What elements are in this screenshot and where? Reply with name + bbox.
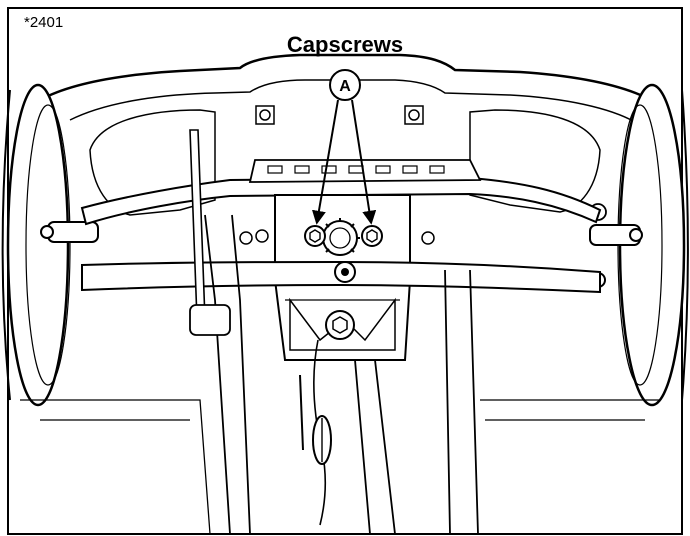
deck-left-cavity [89,109,216,216]
bracket-slots [267,165,445,174]
capscrew-right [361,225,383,247]
cable-bracket [299,374,304,451]
left-front-wheel [1,83,71,407]
figure-title: Capscrews [286,32,404,57]
right-frame-rail [444,269,479,535]
deck-outline [39,53,661,107]
deck-bolts [255,105,435,245]
lower-right-panel [480,399,660,421]
left-control-lever [189,129,206,321]
left-frame-rail [204,214,251,535]
deck-inner-outline [69,79,636,123]
cable-pulley [312,415,332,465]
figure-id-label: *2401 [24,14,64,31]
pinion-gear [320,218,360,256]
callout-a: A [312,69,377,225]
deck-right-cavity [469,109,601,213]
lower-left-panel [20,399,211,535]
capscrew-left [304,225,326,247]
pivot-nut [325,310,355,340]
center-shaft [354,359,396,535]
callout-letter: A [339,78,351,95]
lever-clamp [189,304,231,336]
